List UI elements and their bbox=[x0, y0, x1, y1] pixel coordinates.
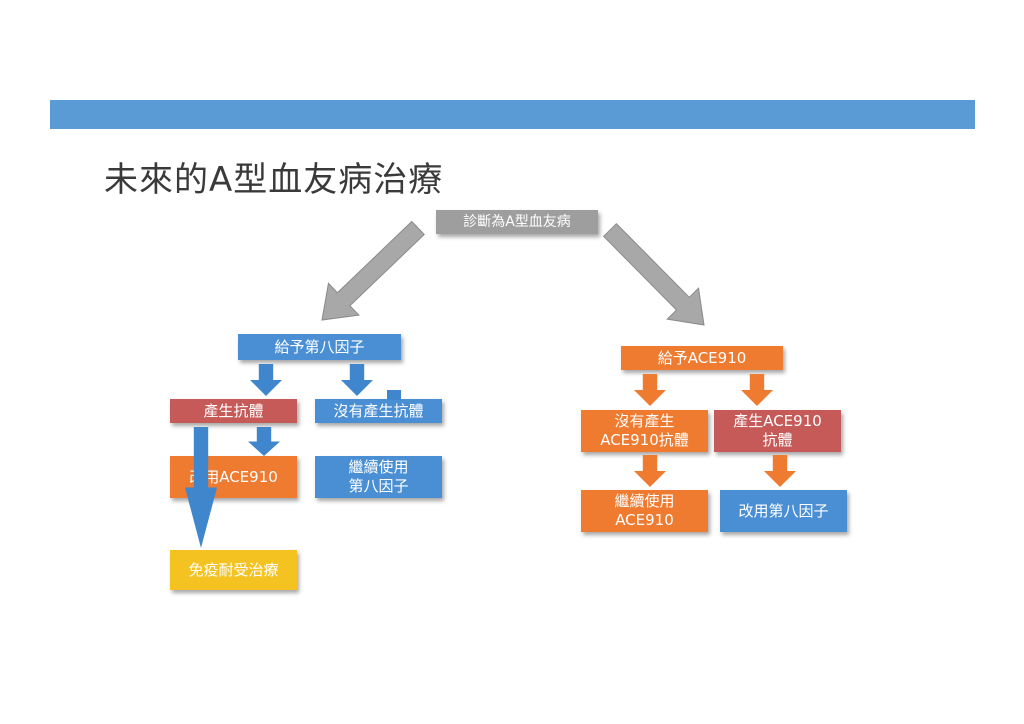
down-arrow-icon bbox=[634, 455, 666, 487]
node-switch-ace910: 改用ACE910 bbox=[170, 456, 297, 498]
node-immune-tolerance: 免疫耐受治療 bbox=[170, 550, 297, 590]
node-continue-ace910: 繼續使用 ACE910 bbox=[581, 490, 708, 532]
node-switch-factor8: 改用第八因子 bbox=[720, 490, 847, 532]
down-arrow-icon bbox=[764, 455, 796, 487]
down-arrow-icon bbox=[634, 374, 666, 406]
down-arrow-icon bbox=[248, 427, 280, 456]
node-continue-factor8: 繼續使用 第八因子 bbox=[315, 456, 442, 498]
header-bar bbox=[50, 100, 975, 129]
arrow-to-ace910-icon bbox=[602, 222, 705, 326]
arrow-to-factor8-icon bbox=[321, 220, 425, 321]
node-antibody-yes: 產生抗體 bbox=[170, 399, 297, 423]
down-arrow-icon bbox=[741, 374, 773, 406]
node-ace910-antibody: 產生ACE910 抗體 bbox=[714, 410, 841, 452]
node-diagnosis: 診斷為A型血友病 bbox=[436, 210, 598, 234]
node-antibody-no: 沒有產生抗體 bbox=[315, 399, 442, 423]
node-give-ace910: 給予ACE910 bbox=[621, 346, 783, 370]
down-arrow-icon bbox=[341, 364, 373, 396]
slide-title: 未來的A型血友病治療 bbox=[104, 160, 444, 200]
down-arrow-icon bbox=[250, 364, 282, 396]
node-give-factor8: 給予第八因子 bbox=[238, 334, 401, 360]
node-ace910-no-antibody: 沒有產生 ACE910抗體 bbox=[581, 410, 708, 452]
